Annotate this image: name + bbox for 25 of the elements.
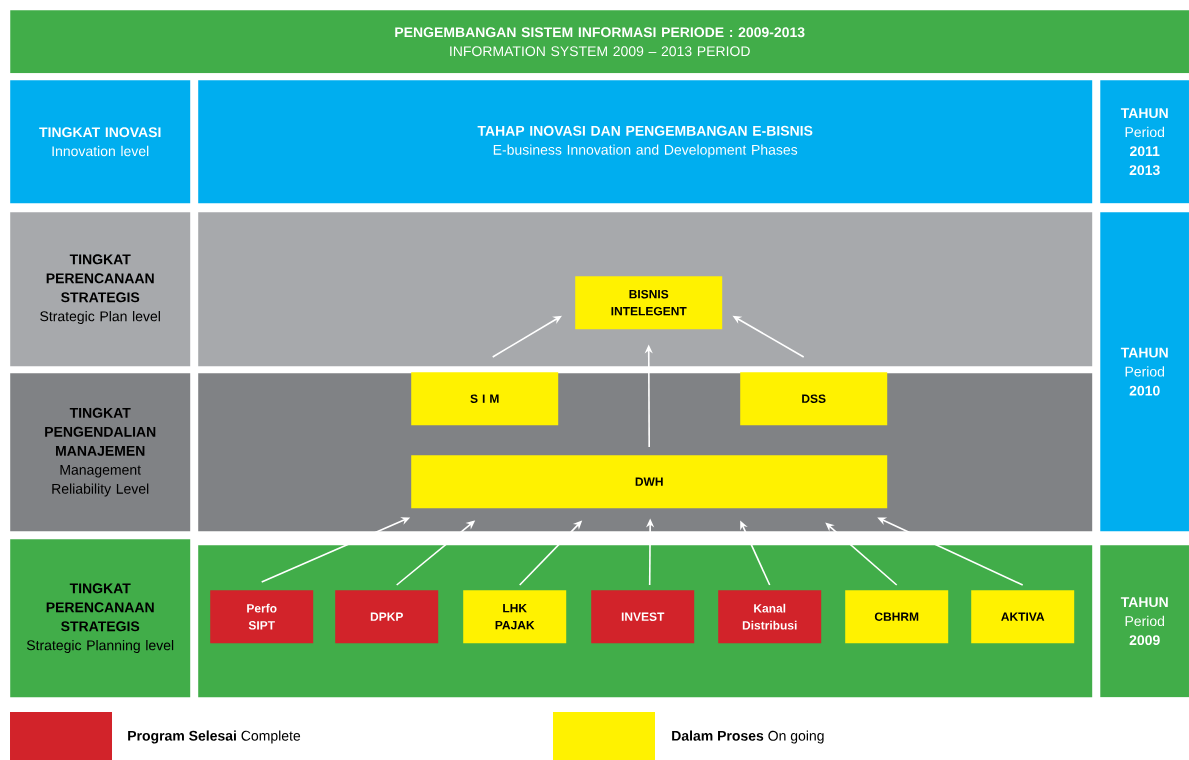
year-panel: TAHUN Period 2011 2013	[1100, 80, 1189, 204]
phase-panel: TAHAP INOVASI DAN PENGEMBANGAN E-BISNIS E-business Innovation and Development Phases	[198, 80, 1093, 204]
level-panel: TINGKAT PERENCANAAN STRATEGIS Strategic Planning level	[10, 539, 191, 698]
arrow	[825, 522, 898, 586]
level-panel: TINGKAT PENGENDALIAN MANAJEMEN Management Reliability Level	[10, 373, 191, 532]
year-panel: TAHUN Period 2010	[1100, 212, 1189, 532]
program-box: DPKP	[335, 590, 439, 644]
program-box: INVEST	[591, 590, 695, 644]
level-panel: TINGKAT INOVASI Innovation level	[10, 80, 191, 204]
process-box: S I M	[411, 372, 559, 426]
process-box: DSS	[740, 372, 888, 426]
level-band	[198, 212, 1093, 367]
process-box: BISNIS INTELEGENT	[575, 276, 723, 330]
program-box: Kanal Distribusi	[718, 590, 822, 644]
arrow	[491, 315, 562, 358]
program-box: Perfo SIPT	[210, 590, 314, 644]
legend-label: Dalam Proses On going	[672, 730, 824, 744]
title-band: PENGEMBANGAN SISTEM INFORMASI PERIODE : 2009-2013 INFORMATION SYSTEM 2009 – 2013 PERIOD	[10, 10, 1189, 74]
level-panel: TINGKAT PERENCANAAN STRATEGIS Strategic Plan level	[10, 212, 191, 367]
program-box: CBHRM	[845, 590, 949, 644]
year-panel: TAHUN Period 2009	[1100, 545, 1189, 698]
process-box: DWH	[411, 455, 888, 509]
legend-label: Program Selesai Complete	[128, 730, 301, 744]
program-box: AKTIVA	[971, 590, 1075, 644]
program-box: LHK PAJAK	[463, 590, 567, 644]
